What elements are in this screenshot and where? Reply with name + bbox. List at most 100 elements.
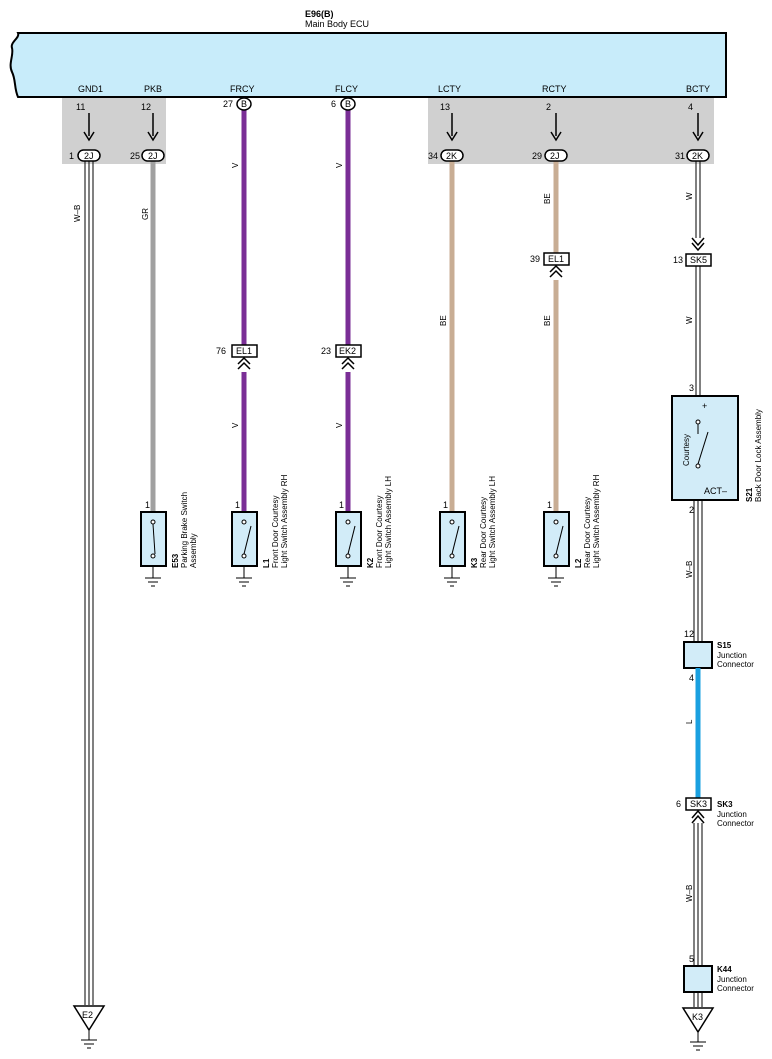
junction-pin-flcy: 23: [321, 346, 331, 356]
wire-label-l: L: [685, 719, 694, 724]
s15-line1: Junction: [717, 651, 747, 660]
ecu-name: Main Body ECU: [305, 19, 369, 29]
conn-2k-lcty: 2K: [440, 149, 464, 162]
pin-flcy: 6: [331, 99, 336, 109]
wire-k44-ground: [693, 992, 703, 1007]
svg-text:EL1: EL1: [236, 346, 252, 356]
junction-el1-rcty: EL1: [543, 252, 570, 266]
ground-k3: K3: [681, 1007, 715, 1051]
pin-lcty: 13: [440, 102, 450, 112]
signal-gnd1: GND1: [78, 84, 103, 94]
pin-pkb: 12: [141, 102, 151, 112]
svg-text:B: B: [345, 99, 351, 109]
switch-l1: 1: [231, 500, 258, 587]
wire-label-bcty-2: W: [685, 316, 694, 324]
junction-pin-frcy: 76: [216, 346, 226, 356]
signal-rcty: RCTY: [542, 84, 567, 94]
ground-e2: E2: [72, 1005, 106, 1049]
s21-code: S21: [745, 487, 754, 502]
svg-text:1: 1: [547, 500, 552, 510]
wire-label-pkb: GR: [141, 208, 150, 220]
switch-name-l1-1: Front Door Courtesy: [271, 496, 280, 568]
pin-bcty: 4: [688, 102, 693, 112]
wire-label-lcty: BE: [439, 315, 448, 326]
conn-pin-lcty: 34: [428, 151, 438, 161]
s15-line2: Connector: [717, 660, 754, 669]
sk3-pin: 6: [676, 799, 681, 809]
s15-pin-bottom: 4: [689, 673, 694, 683]
switch-name-l2-2: Light Switch Assembly RH: [592, 474, 601, 568]
switch-code-l2: L2: [574, 558, 583, 568]
conn-2j-gnd1: 2J: [77, 149, 101, 162]
s21-inner-label: Courtesy: [682, 434, 691, 466]
switch-name-e53-2: Assembly: [189, 533, 198, 568]
wire-s21-s15: [693, 500, 703, 642]
wire-bcty: [691, 113, 705, 396]
junction-sk3: SK3: [685, 797, 712, 811]
conn-2k-bcty: 2K: [686, 149, 710, 162]
wire-frcy: [237, 110, 251, 512]
conn-b-frcy: B: [236, 97, 252, 111]
wire-label-rcty-2: BE: [543, 315, 552, 326]
wire-label-wb1: W–B: [685, 561, 694, 578]
junction-el1-frcy: EL1: [231, 344, 258, 358]
signal-bcty: BCTY: [686, 84, 710, 94]
switch-name-l2-1: Rear Door Courtesy: [583, 497, 592, 568]
wire-label-flcy-2: V: [335, 422, 344, 428]
s15-code: S15: [717, 641, 732, 650]
wire-flcy: [341, 110, 355, 512]
wire-label-wb2: W–B: [685, 885, 694, 902]
wire-lcty: [446, 113, 458, 512]
s21-pin-top: 3: [689, 383, 694, 393]
conn-2j-pkb: 2J: [141, 149, 165, 162]
signal-frcy: FRCY: [230, 84, 255, 94]
back-door-lock-assembly: + ACT–: [671, 395, 739, 501]
switch-code-k2: K2: [366, 557, 375, 568]
k44-line1: Junction: [717, 975, 747, 984]
junction-ek2-flcy: EK2: [335, 344, 362, 358]
pin-gnd1: 11: [76, 102, 85, 112]
conn-pin-gnd1: 1: [69, 151, 74, 161]
svg-text:2J: 2J: [84, 151, 94, 161]
switch-code-e53: E53: [171, 553, 180, 568]
wire-label-bcty: W: [685, 192, 694, 200]
svg-text:EL1: EL1: [548, 254, 564, 264]
svg-text:SK3: SK3: [690, 799, 707, 809]
k44-line2: Connector: [717, 984, 754, 993]
ecu-box: [9, 32, 727, 98]
k44-pin-top: 5: [689, 954, 694, 964]
s21-pin-bottom: 2: [689, 505, 694, 515]
k44-junction: [683, 965, 713, 993]
switch-code-l1: L1: [262, 558, 271, 568]
svg-text:B: B: [241, 99, 247, 109]
s15-junction: [683, 641, 713, 669]
svg-text:SK5: SK5: [690, 255, 707, 265]
wire-sk3-k44: [691, 809, 705, 966]
svg-text:1: 1: [235, 500, 240, 510]
sk3-line1: Junction: [717, 810, 747, 819]
switch-e53: 1: [140, 500, 167, 587]
svg-text:2K: 2K: [446, 151, 457, 161]
switch-k2: 1: [335, 500, 362, 587]
s15-pin-top: 12: [684, 629, 694, 639]
wire-rcty: [549, 113, 563, 512]
k44-code: K44: [717, 965, 732, 974]
switch-name-e53-1: Parking Brake Switch: [180, 492, 189, 568]
conn-pin-bcty: 31: [675, 151, 685, 161]
switch-name-k2-1: Front Door Courtesy: [375, 496, 384, 568]
switch-l2: 1: [543, 500, 570, 587]
svg-text:ACT–: ACT–: [704, 486, 727, 496]
junction-sk5: SK5: [685, 253, 712, 267]
svg-text:2K: 2K: [692, 151, 703, 161]
switch-name-l1-2: Light Switch Assembly RH: [280, 474, 289, 568]
wire-label-frcy: V: [231, 162, 240, 168]
svg-text:2J: 2J: [148, 151, 158, 161]
pin-frcy: 27: [223, 99, 233, 109]
wire-label-flcy: V: [335, 162, 344, 168]
svg-text:1: 1: [443, 500, 448, 510]
svg-text:+: +: [702, 401, 707, 411]
svg-text:K3: K3: [692, 1012, 703, 1022]
ecu-id: E96(B): [305, 9, 334, 19]
conn-b-flcy: B: [340, 97, 356, 111]
